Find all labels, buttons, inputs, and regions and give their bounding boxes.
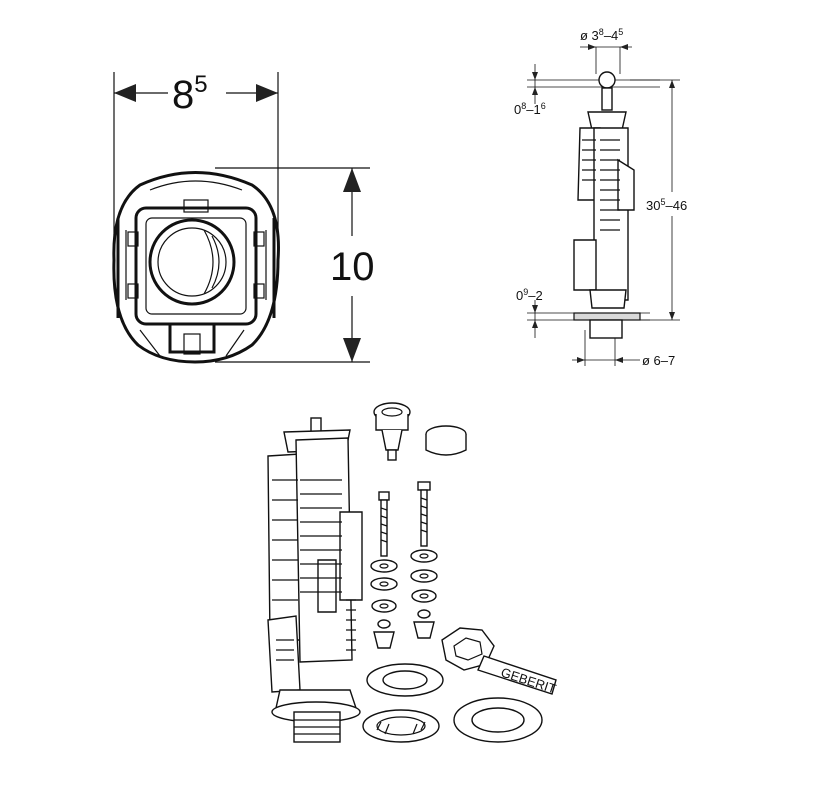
seal-rings <box>362 663 543 743</box>
height-dimension-label: 10 <box>330 245 375 289</box>
width-arrow-left-icon <box>114 84 136 102</box>
assembly-wrench: GEBERIT <box>441 627 558 697</box>
cap-ring <box>425 425 467 456</box>
lower-gap-label: 09–2 <box>516 287 543 303</box>
height-arrow-up-icon <box>343 168 361 192</box>
side-view-drawing: ø 38–45 08–16 305–46 09–2 ø 6– <box>514 27 687 368</box>
washers <box>370 549 438 649</box>
height-range-label: 305–46 <box>646 197 687 213</box>
bottom-diameter-label: ø 6–7 <box>642 353 675 368</box>
upper-gap-label: 08–16 <box>514 101 546 117</box>
parts-assembly-drawing: GEBERIT <box>267 402 558 743</box>
valve-stem-top <box>310 417 322 433</box>
width-arrow-right-icon <box>256 84 278 102</box>
float-chamber <box>267 453 301 641</box>
width-dimension-label: 85 <box>172 71 208 117</box>
top-diameter-label: ø 38–45 <box>580 27 623 43</box>
height-arrow-down-icon <box>343 338 361 362</box>
actuator-button <box>373 402 411 461</box>
brand-mark: GEBERIT <box>499 665 558 697</box>
mounting-screws <box>378 481 431 557</box>
top-view-drawing: 85 10 <box>112 71 375 364</box>
